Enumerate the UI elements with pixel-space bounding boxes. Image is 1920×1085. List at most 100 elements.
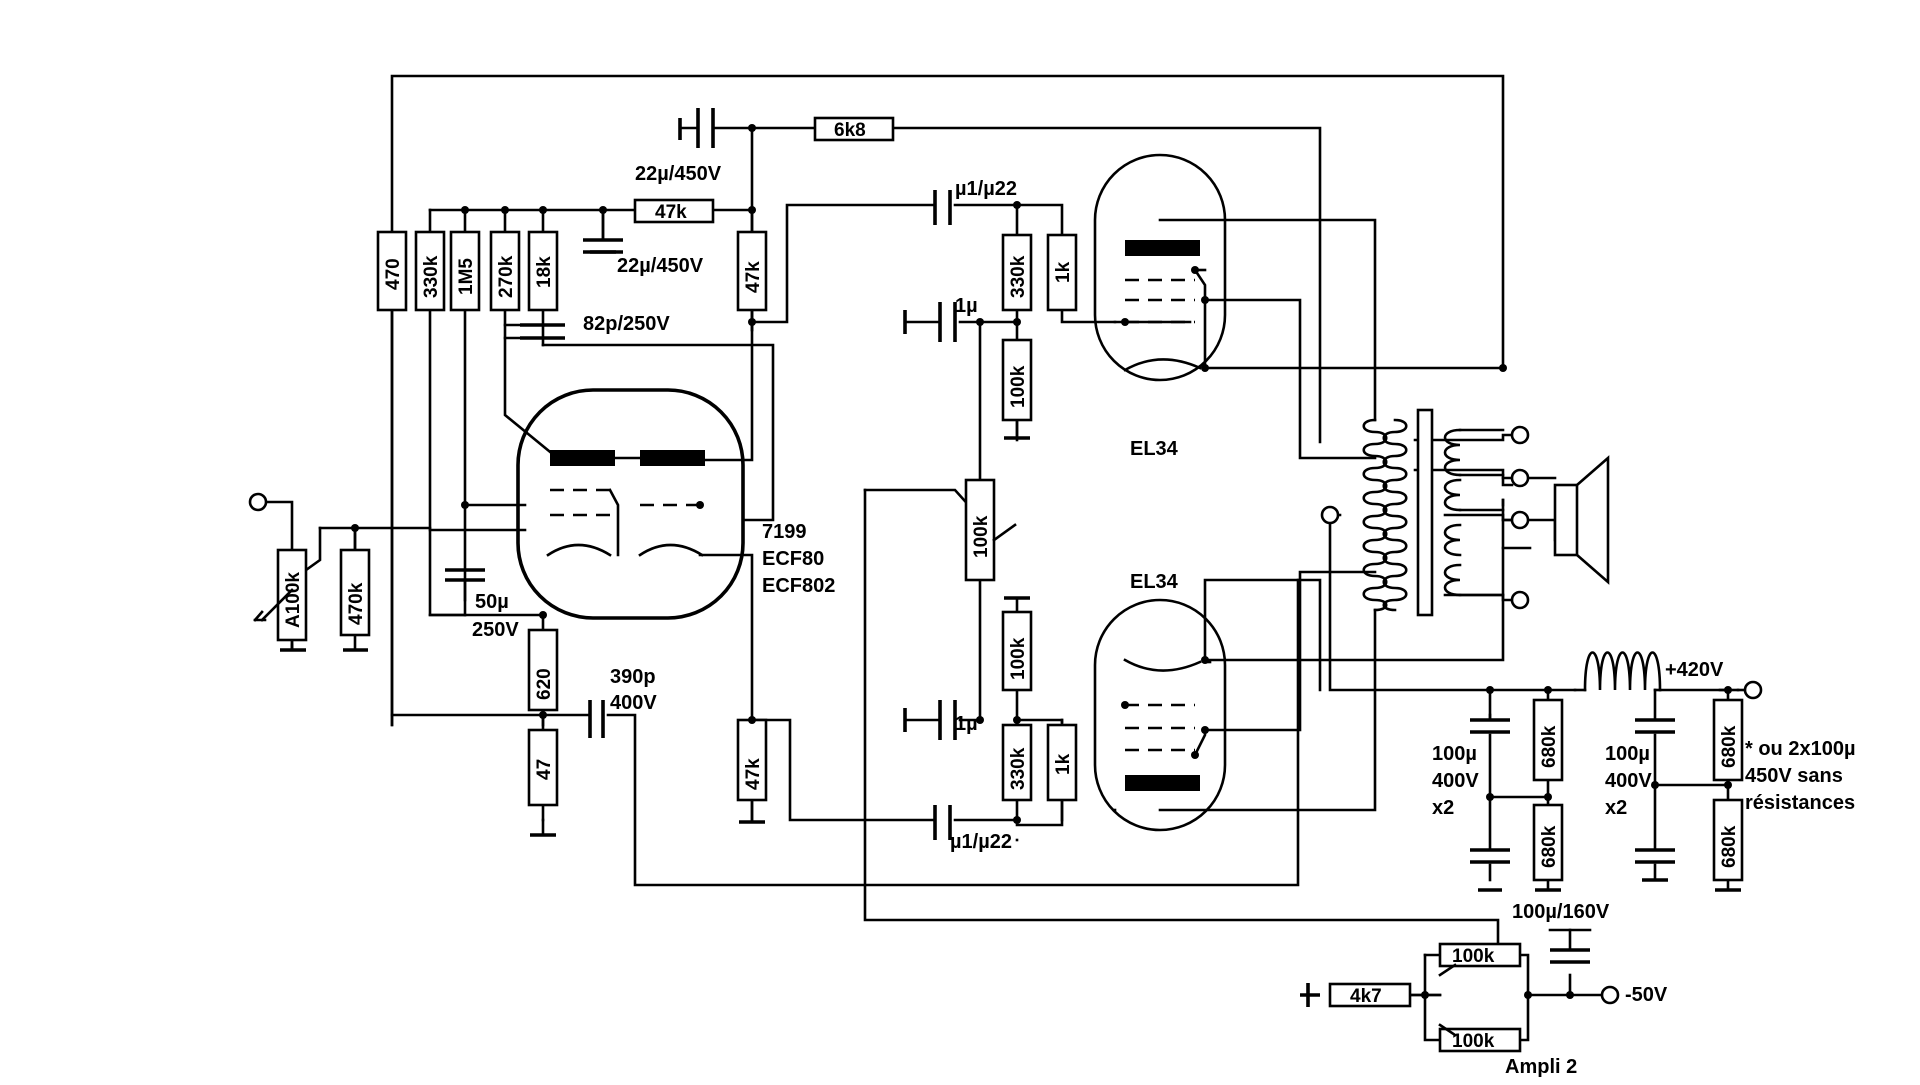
- label-100u-160v: 100µ/160V: [1512, 901, 1610, 923]
- resistor-1k-bottom: [1046, 723, 1078, 802]
- output-transformer: [1362, 408, 1505, 617]
- label-47k-top: 47k: [655, 202, 687, 223]
- label-47k-bottom: 47k: [743, 758, 764, 790]
- label-620: 620: [534, 668, 555, 700]
- label-a100k: A100k: [283, 572, 304, 628]
- resistor-100k-top: [1001, 338, 1033, 422]
- label-bplus: +420V: [1665, 659, 1724, 681]
- label-1u-top: 1µ: [955, 295, 978, 317]
- resistor-47k-top: [633, 198, 715, 224]
- label-400v: 400V: [610, 692, 657, 714]
- label-u1-top: µ1/µ22: [955, 178, 1017, 200]
- resistor-a100k: [276, 548, 308, 642]
- resistor-100k-bias1: [1438, 942, 1522, 968]
- out-terminal-2: [1510, 468, 1530, 488]
- el34-bottom: [1093, 598, 1227, 832]
- label-psu2-voltage: 400V: [1605, 770, 1652, 792]
- resistor-100k-bias2: [1438, 1027, 1522, 1053]
- label-1k-top: 1k: [1053, 261, 1074, 283]
- resistor-680k-3: [1712, 698, 1744, 782]
- label-100k-bias1: 100k: [1452, 946, 1495, 967]
- resistor-330k-left: [414, 230, 446, 312]
- out-terminal-4: [1510, 590, 1530, 610]
- labels: 470 330k 1M5 270k 18k 47k 47k 6k8 22µ/45…: [283, 120, 1855, 1078]
- label-psu2-value: 100µ: [1605, 743, 1650, 765]
- label-22u-mid: 22µ/450V: [617, 255, 704, 277]
- capacitors: [445, 108, 1675, 964]
- resistor-47k-plate: [736, 230, 768, 312]
- label-1k-bottom: 1k: [1053, 753, 1074, 775]
- label-470k: 470k: [346, 582, 367, 625]
- resistor-470k: [339, 548, 371, 637]
- label-18k: 18k: [534, 256, 555, 288]
- input-terminal: [248, 492, 268, 512]
- label-100k-top: 100k: [1008, 365, 1029, 408]
- resistor-620: [527, 628, 559, 712]
- label-82p: 82p/250V: [583, 313, 670, 335]
- el34-top: [1093, 153, 1227, 382]
- label-47: 47: [534, 759, 555, 780]
- label-22u-top: 22µ/450V: [635, 163, 722, 185]
- label-270k: 270k: [496, 255, 517, 298]
- label-250v: 250V: [472, 619, 519, 641]
- label-bias: -50V: [1625, 984, 1668, 1006]
- out-terminal-1: [1510, 425, 1530, 445]
- resistor-100k-pot: [964, 478, 996, 582]
- junctions: [351, 124, 1732, 999]
- label-el34-bottom: EL34: [1130, 571, 1179, 593]
- label-330k-top: 330k: [1008, 255, 1029, 298]
- bplus-terminal: [1743, 680, 1763, 700]
- resistor-6k8: [813, 116, 895, 142]
- label-psu1-count: x2: [1432, 797, 1454, 819]
- resistor-1m5: [449, 230, 481, 312]
- resistor-100k-bottom: [1001, 610, 1033, 692]
- resistor-470: [376, 230, 408, 312]
- resistor-270k: [489, 230, 521, 312]
- resistor-680k-2: [1532, 803, 1564, 882]
- resistor-4k7: [1328, 982, 1412, 1008]
- terminals: [248, 425, 1763, 1005]
- label-note-1: * ou 2x100µ: [1745, 738, 1855, 760]
- label-330k-left: 330k: [421, 255, 442, 298]
- ct-terminal: [1320, 505, 1340, 525]
- resistor-680k-4: [1712, 798, 1744, 882]
- driver-tube: [516, 388, 745, 620]
- label-330k-bottom: 330k: [1008, 747, 1029, 790]
- label-note-3: résistances: [1745, 792, 1855, 814]
- resistor-18k: [527, 230, 559, 312]
- resistor-47: [527, 728, 559, 807]
- label-680k-2: 680k: [1539, 825, 1560, 868]
- out-terminal-3: [1510, 510, 1530, 530]
- resistors: [253, 116, 1744, 1053]
- label-50u: 50µ: [475, 591, 509, 613]
- label-driver-3: ECF802: [762, 575, 835, 597]
- label-1u-bottom: 1µ: [955, 713, 978, 735]
- speaker: [1553, 455, 1610, 585]
- label-680k-3: 680k: [1719, 725, 1740, 768]
- label-4k7: 4k7: [1350, 986, 1382, 1007]
- label-680k-1: 680k: [1539, 725, 1560, 768]
- label-680k-4: 680k: [1719, 825, 1740, 868]
- label-390p: 390p: [610, 666, 656, 688]
- label-470: 470: [383, 258, 404, 290]
- choke: [1583, 651, 1662, 692]
- label-driver-2: ECF80: [762, 548, 824, 570]
- bias-terminal: [1600, 985, 1620, 1005]
- resistor-330k-top: [1001, 233, 1033, 312]
- label-1m5: 1M5: [456, 258, 477, 295]
- label-psu1-value: 100µ: [1432, 743, 1477, 765]
- resistor-680k-1: [1532, 698, 1564, 782]
- label-psu1-voltage: 400V: [1432, 770, 1479, 792]
- label-100k-pot: 100k: [971, 515, 992, 558]
- label-6k8: 6k8: [834, 120, 866, 141]
- resistor-330k-bottom: [1001, 723, 1033, 802]
- label-note-2: 450V sans: [1745, 765, 1843, 787]
- label-100k-bottom: 100k: [1008, 637, 1029, 680]
- label-el34-top: EL34: [1130, 438, 1179, 460]
- label-psu2-count: x2: [1605, 797, 1627, 819]
- resistor-1k-top: [1046, 233, 1078, 312]
- label-u1-bottom: µ1/µ22: [950, 831, 1012, 853]
- label-100k-bias2: 100k: [1452, 1031, 1495, 1052]
